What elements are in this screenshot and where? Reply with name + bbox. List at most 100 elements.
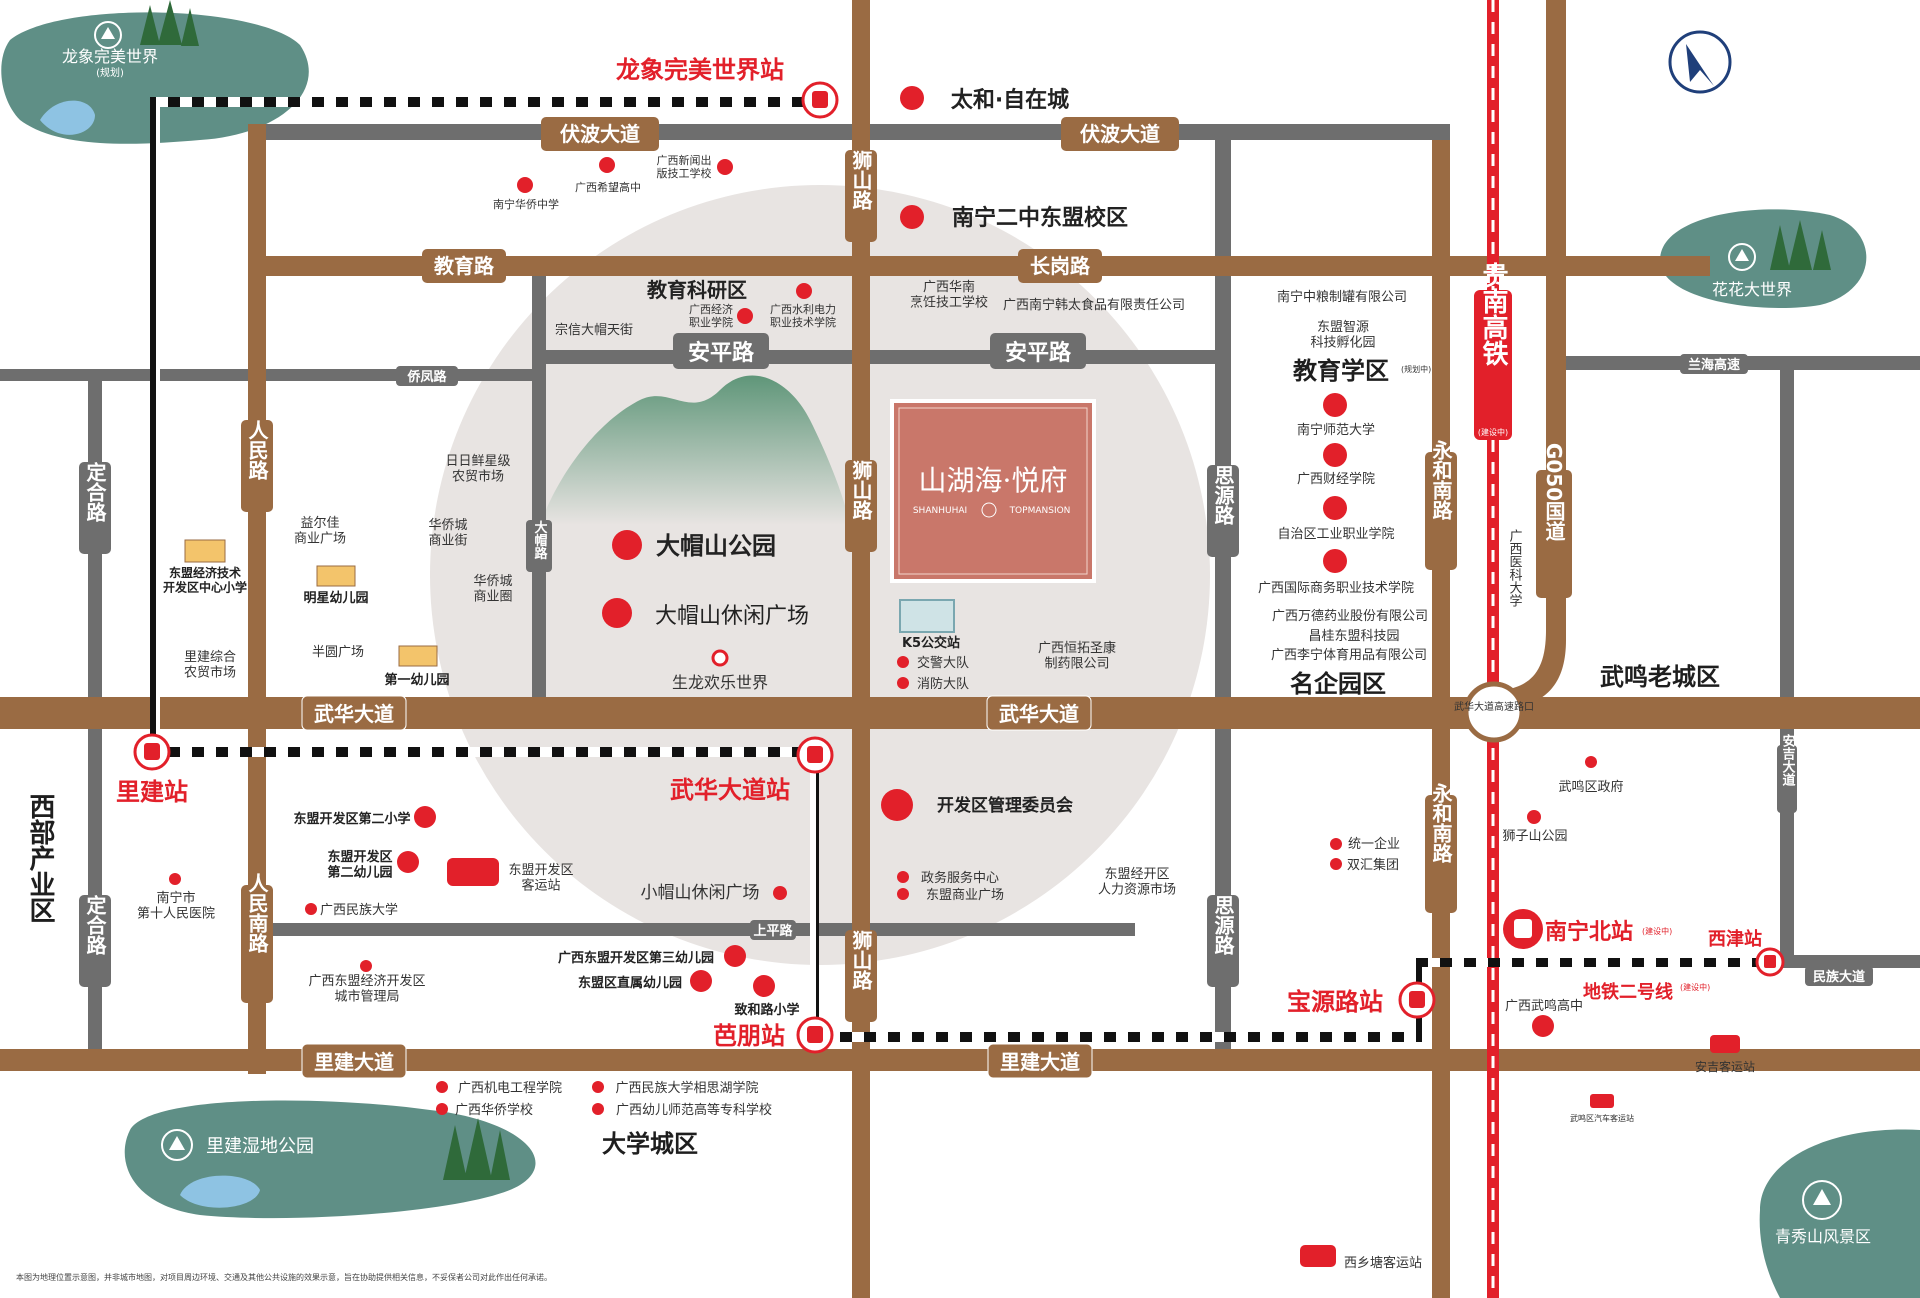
poi-anji-ky: 安吉客运站 xyxy=(1695,1059,1755,1074)
landmark-erzhong: 南宁二中东盟校区 xyxy=(952,205,1128,231)
poi-shizishan: 狮子山公园 xyxy=(1502,829,1567,844)
poi-yierjia: 益尔佳商业广场 xyxy=(294,516,346,547)
road-label-lanhai: 兰海高速 xyxy=(1688,357,1740,373)
poi-huaqiaocheng-jie: 华侨城商业街 xyxy=(428,518,467,549)
landmark-taihe: 太和·自在城 xyxy=(951,87,1069,113)
poi-wande: 广西万德药业股份有限公司 xyxy=(1272,609,1428,624)
area-jiaoyu-xuequ: 教育学区 xyxy=(1293,357,1389,385)
area-jiaoyu-xuequ-sub: (规划中) xyxy=(1401,364,1431,374)
road-label-g050: G050国道 xyxy=(1542,443,1566,541)
area-labels: 教育科研区 教育学区 (规划中) 名企园区 武鸣老城区 西部产业区 大学城区 xyxy=(25,278,1720,1158)
poi-huaqiao-zx: 南宁华侨中学 xyxy=(493,197,559,211)
poi-dm-er-xiao: 东盟开发区第二小学 xyxy=(293,811,410,827)
pois: 南宁华侨中学 广西希望高中 广西新闻出版技工学校 宗信大帽天街 广西经济职业学院… xyxy=(137,153,1755,1271)
landmark-shenglong: 生龙欢乐世界 xyxy=(672,673,768,692)
landmark-jiaojing: 交警大队 xyxy=(917,655,969,671)
road-label-wuhua: 武华大道 xyxy=(314,702,394,726)
road-label-jiaoyu: 教育路 xyxy=(434,254,495,278)
hill-illustration xyxy=(540,375,850,525)
poi-chengshi: 广西东盟经济开发区城市管理局 xyxy=(308,973,425,1005)
station-baoyuan: 宝源路站 xyxy=(1287,988,1383,1016)
landmark-hengtuo: 广西恒拓圣康制药限公司 xyxy=(1038,640,1116,672)
poi-xinwen: 广西新闻出版技工学校 xyxy=(657,153,712,180)
landmark-damaoshan: 大帽山公园 xyxy=(656,532,776,560)
poi-guoji: 广西国际商务职业技术学院 xyxy=(1258,580,1414,596)
rail-label-guinan: 贵南高铁 xyxy=(1478,262,1508,367)
poi-wuming-zf: 武鸣区政府 xyxy=(1558,779,1623,795)
poi-mingxing: 明星幼儿园 xyxy=(303,590,368,606)
poi-zongxin: 宗信大帽天街 xyxy=(555,322,633,338)
station-xijin: 西津站 xyxy=(1708,928,1762,950)
road-label-dinghe-2: 定合路 xyxy=(83,894,107,956)
landmark-xiaofang: 消防大队 xyxy=(917,676,969,692)
road-label-fubo: 伏波大道 xyxy=(560,122,640,146)
road-label-fubo-2: 伏波大道 xyxy=(1080,122,1160,146)
park-longxiang-sub: (规划) xyxy=(96,66,124,79)
poi-huaqiao-xx: 广西华侨学校 xyxy=(455,1102,533,1118)
poi-huaqiaocheng-quan: 华侨城商业圈 xyxy=(473,574,512,605)
poi-caijing: 广西财经学院 xyxy=(1297,471,1375,487)
landmark-zhengwu: 政务服务中心 xyxy=(921,870,999,886)
road-label-shishan-3: 狮山路 xyxy=(849,930,873,991)
area-jiaoyu-keyan: 教育科研区 xyxy=(647,278,747,302)
metro-line-2-sub: (建设中) xyxy=(1680,982,1710,992)
poi-jingji-zy: 广西经济职业学院 xyxy=(689,302,733,329)
road-label-yonghe: 永和南路 xyxy=(1429,439,1453,521)
poi-lijian-nongmao: 里建综合农贸市场 xyxy=(184,650,236,681)
poi-ririxian: 日日鲜星级农贸市场 xyxy=(445,454,510,485)
road-label-minzu: 民族大道 xyxy=(1813,969,1865,985)
poi-shuili: 广西水利电力职业技术学院 xyxy=(770,303,836,329)
park-huahua-label: 花花大世界 xyxy=(1712,280,1792,299)
road-labels: 伏波大道 伏波大道 教育路 长岗路 侨凤路 安平路 安平路 武华大道 武华大道 … xyxy=(79,117,1873,1079)
road-label-yonghe-2: 永和南路 xyxy=(1429,782,1453,864)
poi-keyun: 东盟开发区客运站 xyxy=(508,862,573,894)
rail-label-guinan-sub: (建设中) xyxy=(1478,427,1508,437)
poi-xiwang: 广西希望高中 xyxy=(575,180,641,194)
area-daxue: 大学城区 xyxy=(602,1130,698,1158)
area-mingqi: 名企园区 xyxy=(1290,670,1386,698)
compass-icon xyxy=(1668,30,1732,94)
station-nanningbei-sub: (建设中) xyxy=(1642,926,1672,936)
park-huahua: 花花大世界 xyxy=(1660,209,1867,308)
landmark-xiaomao: 小帽山休闲广场 xyxy=(641,883,760,903)
area-wuming: 武鸣老城区 xyxy=(1600,663,1720,691)
station-wuhua: 武华大道站 xyxy=(670,776,790,804)
park-qingxiu-label: 青秀山风景区 xyxy=(1775,1227,1871,1246)
highway-junction: 武华大道高速路口 xyxy=(1454,681,1534,743)
guinan-railway xyxy=(1487,0,1499,1298)
poi-wuming-qc: 武鸣区汽车客运站 xyxy=(1570,1113,1634,1123)
poi-xiaoxue-center: 东盟经济技术开发区中心小学 xyxy=(163,565,247,594)
road-label-anji: 安吉大道 xyxy=(1780,733,1796,787)
station-nanningbei: 南宁北站 xyxy=(1545,919,1633,945)
park-lijian: 里建湿地公园 xyxy=(124,1100,536,1219)
station-lijian: 里建站 xyxy=(116,778,188,806)
poi-minzu-da: 广西民族大学 xyxy=(320,902,398,918)
road-label-lijian: 里建大道 xyxy=(314,1050,394,1074)
poi-jidian: 广西机电工程学院 xyxy=(458,1080,562,1096)
project-block: 山湖海·悦府 SHANHUHAI TOPMANSION xyxy=(890,399,1096,583)
disclaimer: 本图为地理位置示意图，并非城市地图，对项目周边环境、交通及其他公共设施的效果示意… xyxy=(16,1272,552,1282)
poi-zhishu-you: 东盟区直属幼儿园 xyxy=(578,975,682,991)
poi-diyi: 第一幼儿园 xyxy=(384,672,449,688)
landmark-k5: K5公交站 xyxy=(902,635,960,651)
road-label-renmin: 人民路 xyxy=(245,420,269,481)
landmarks: 太和·自在城 南宁二中东盟校区 大帽山公园 大帽山休闲广场 生龙欢乐世界 K5公… xyxy=(602,86,1176,903)
park-longxiang-label: 龙象完美世界 xyxy=(62,47,158,66)
poi-wuming-gz: 广西武鸣高中 xyxy=(1505,998,1583,1014)
road-label-dinghe: 定合路 xyxy=(83,461,107,523)
landmark-damaoshan-square: 大帽山休闲广场 xyxy=(655,604,809,629)
poi-zhenguan: 南宁中粮制罐有限公司 xyxy=(1277,289,1407,305)
road-label-renmin-s: 人民南路 xyxy=(245,873,269,954)
highway-junction-label: 武华大道高速路口 xyxy=(1454,700,1534,713)
park-qingxiu: 青秀山风景区 xyxy=(1759,1129,1920,1298)
station-bapeng: 芭朋站 xyxy=(713,1022,785,1050)
road-label-shishan-2: 狮山路 xyxy=(849,460,873,521)
metro-stations: 龙象完美世界站 里建站 武华大道站 芭朋站 宝源路站 南宁北站 (建设中) 西津… xyxy=(116,56,1785,1054)
landmark-dongmeng-shangye: 东盟商业广场 xyxy=(926,888,1004,903)
poi-banyuan: 半圆广场 xyxy=(312,645,364,660)
poi-xixiangtang: 西乡塘客运站 xyxy=(1344,1255,1422,1271)
poi-renmin-yy: 南宁市第十人民医院 xyxy=(137,890,215,922)
park-longxiang: 龙象完美世界 (规划) xyxy=(1,0,309,144)
poi-youer-gz: 广西幼儿师范高等专科学校 xyxy=(616,1102,772,1118)
